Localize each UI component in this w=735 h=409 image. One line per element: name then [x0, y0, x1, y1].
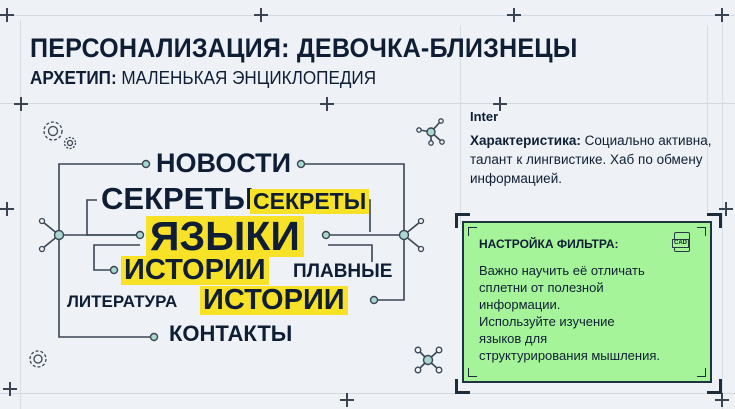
corner-bracket [697, 227, 706, 236]
corner-bracket [455, 213, 470, 228]
advice-line: информации. [479, 297, 561, 312]
crosshair-icon [340, 393, 354, 407]
filter-advice-text: Важно научить её отличать сплетни от пол… [479, 262, 704, 364]
advice-line: сплетни от полезной [479, 280, 604, 295]
word-smooth: ПЛАВНЫЕ [293, 261, 393, 282]
corner-bracket [707, 379, 722, 394]
connector-diagram [29, 118, 445, 374]
archetype-label: АРХЕТИП: [30, 68, 117, 88]
characteristic-value: Социально активна, талант к лингвистике.… [470, 133, 712, 186]
grid-line [460, 25, 461, 225]
font-label: Inter [470, 109, 499, 124]
crosshair-icon [14, 97, 28, 111]
grid-line [0, 393, 735, 394]
corner-bracket [468, 227, 477, 236]
grid-line [707, 25, 708, 215]
word-contacts: КОНТАКТЫ [169, 321, 293, 346]
word-stories-highlighted: ИСТОРИИ [121, 256, 269, 285]
crosshair-icon [3, 382, 17, 396]
word-secrets: СЕКРЕТЫ [101, 181, 254, 216]
crosshair-icon [320, 97, 334, 111]
characteristic-text: Характеристика: Социально активна, талан… [470, 131, 720, 188]
crosshair-icon [0, 8, 14, 22]
filter-settings-panel: НАСТРОЙКА ФИЛЬТРА: CAD Важно научить её … [462, 221, 712, 383]
grid-line [722, 20, 723, 409]
crosshair-icon [0, 202, 14, 216]
advice-line: Используйте изучение [479, 314, 615, 329]
archetype-value: МАЛЕНЬКАЯ ЭНЦИКЛОПЕДИЯ [116, 68, 377, 88]
corner-bracket [468, 368, 477, 377]
word-secrets-highlighted: СЕКРЕТЫ [250, 189, 370, 214]
advice-line: структурирования мышления. [479, 348, 660, 363]
grid-line [20, 20, 21, 409]
cad-file-icon: CAD [672, 232, 690, 252]
grid-line [0, 15, 735, 16]
grid-line [0, 103, 735, 104]
crosshair-icon [254, 8, 268, 22]
word-news: НОВОСТИ [156, 148, 292, 178]
corner-bracket [697, 368, 706, 377]
archetype-subtitle: АРХЕТИП: МАЛЕНЬКАЯ ЭНЦИКЛОПЕДИЯ [30, 68, 376, 89]
crosshair-icon [715, 8, 729, 22]
advice-line: языков для [479, 331, 548, 346]
crosshair-icon [719, 202, 733, 216]
word-stories-highlighted-2: ИСТОРИИ [200, 286, 348, 315]
characteristic-label: Характеристика: [470, 133, 581, 148]
advice-line: Важно научить её отличать [479, 263, 645, 278]
page-title: ПЕРСОНАЛИЗАЦИЯ: ДЕВОЧКА-БЛИЗНЕЦЫ [30, 33, 578, 63]
word-literature: ЛИТЕРАТУРА [67, 292, 178, 311]
cad-icon-label: CAD [672, 239, 689, 248]
corner-bracket [707, 213, 722, 228]
crosshair-icon [493, 97, 507, 111]
corner-bracket [455, 379, 470, 394]
word-languages-highlighted: ЯЗЫКИ [146, 216, 304, 257]
crosshair-icon [507, 8, 521, 22]
filter-title: НАСТРОЙКА ФИЛЬТРА: [479, 237, 619, 251]
crosshair-icon [715, 393, 729, 407]
